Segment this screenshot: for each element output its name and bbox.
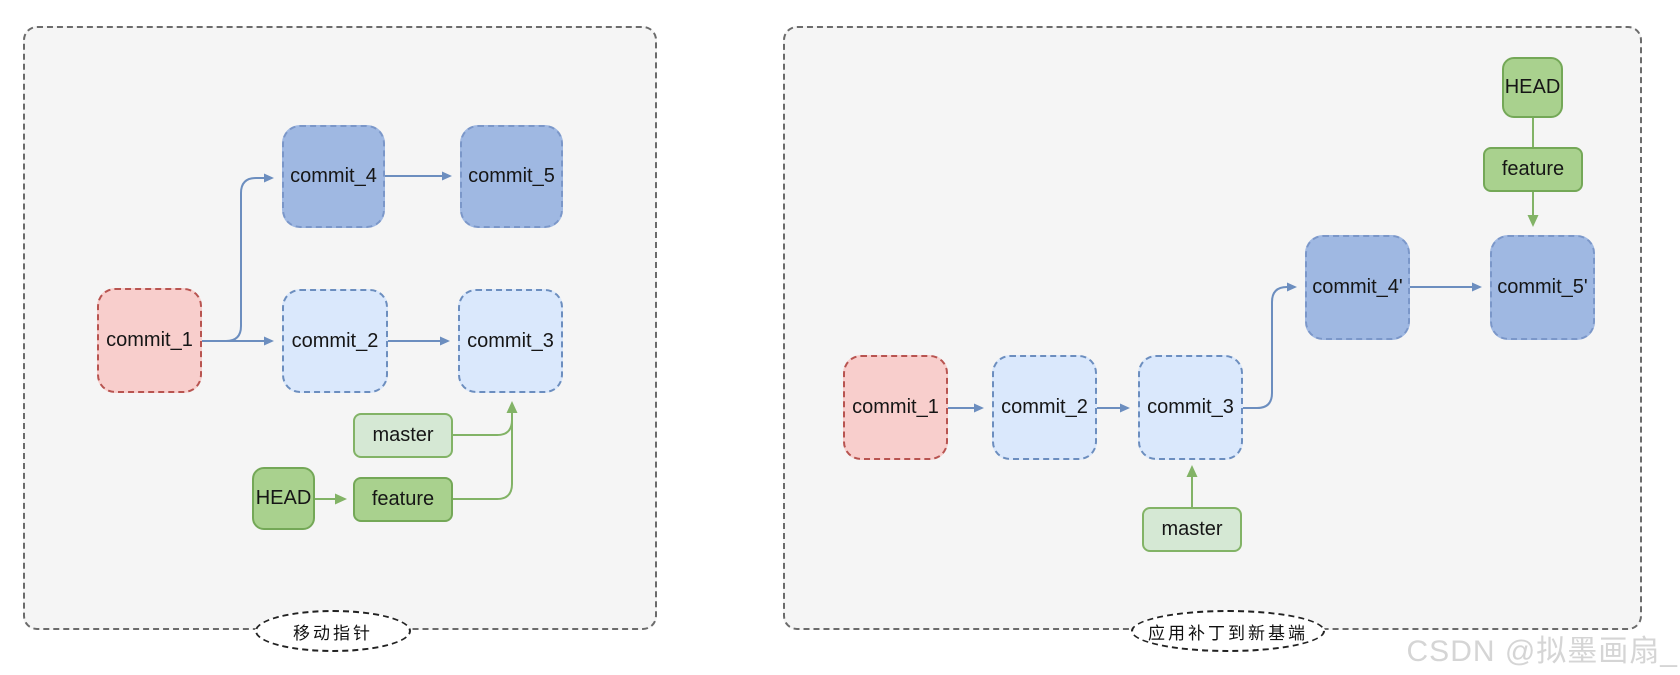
left-master-node: master — [353, 413, 453, 458]
right-master-node: master — [1142, 507, 1242, 552]
right-feature-node: feature — [1483, 147, 1583, 192]
right-commit-3-node: commit_3 — [1138, 355, 1243, 460]
left-commit-1-node: commit_1 — [97, 288, 202, 393]
right-commit-1-node: commit_1 — [843, 355, 948, 460]
left-commit-3-node: commit_3 — [458, 289, 563, 393]
left-commit-2-node: commit_2 — [282, 289, 388, 393]
right-head-node: HEAD — [1502, 57, 1563, 118]
right-panel-caption: 应用补丁到新基端 — [1131, 610, 1325, 652]
left-feature-node: feature — [353, 477, 453, 522]
watermark: CSDN @拟墨画扇_ — [1406, 635, 1678, 668]
right-commit-4-node: commit_4' — [1305, 235, 1410, 340]
left-commit-5-node: commit_5 — [460, 125, 563, 228]
right-commit-2-node: commit_2 — [992, 355, 1097, 460]
left-panel-caption: 移动指针 — [255, 610, 411, 652]
left-head-node: HEAD — [252, 467, 315, 530]
left-commit-4-node: commit_4 — [282, 125, 385, 228]
right-commit-5-node: commit_5' — [1490, 235, 1595, 340]
